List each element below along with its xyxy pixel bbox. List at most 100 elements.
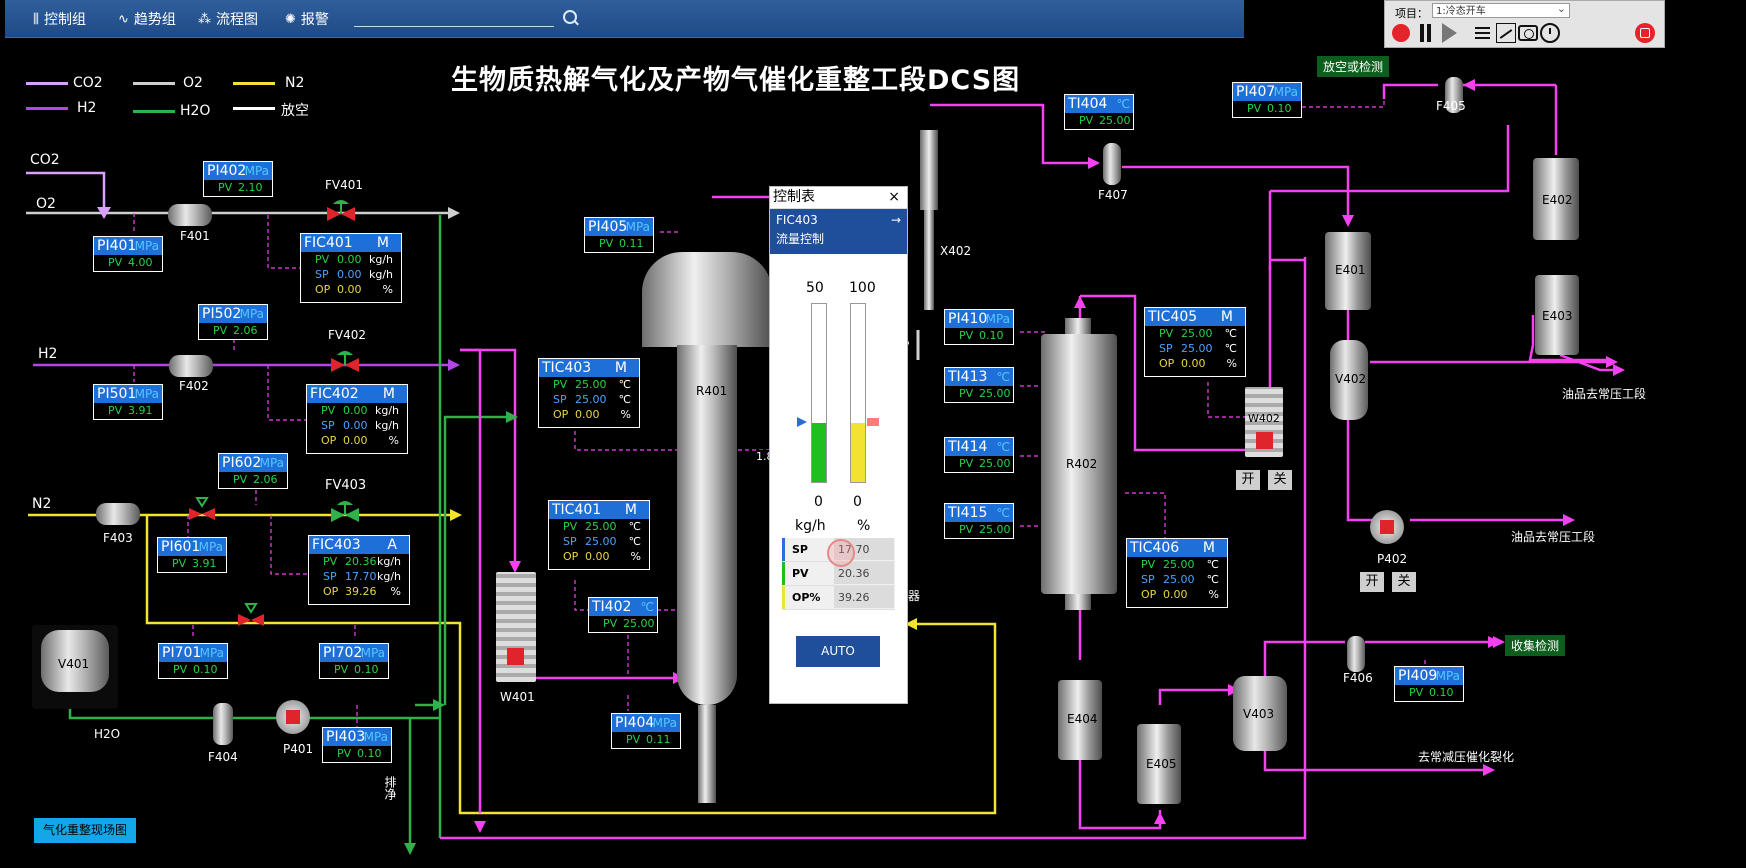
reactor-r402[interactable]	[1041, 334, 1117, 594]
filter-f402[interactable]	[169, 355, 213, 377]
p402-off-button[interactable]: 关	[1392, 572, 1416, 592]
label-f402: F402	[179, 379, 209, 393]
exchanger-e404[interactable]	[1058, 680, 1102, 760]
label-e405: E405	[1146, 757, 1177, 771]
project-label: 项目：	[1395, 7, 1428, 20]
vessel-v403[interactable]	[1233, 676, 1287, 751]
sp-pointer-icon[interactable]	[797, 417, 807, 428]
heater-w402[interactable]	[1245, 387, 1283, 457]
pump-p401[interactable]	[276, 700, 310, 734]
valve-fv403[interactable]	[329, 500, 361, 526]
camera-icon[interactable]	[1518, 25, 1538, 41]
auto-mode-button[interactable]: AUTO	[796, 636, 880, 667]
cyclone-x402-top[interactable]	[920, 130, 938, 210]
vessel-v402[interactable]	[1330, 340, 1368, 420]
w402-on-button[interactable]: 开	[1236, 470, 1260, 490]
p402-on-button[interactable]: 开	[1360, 572, 1384, 592]
op-pointer-icon[interactable]	[867, 418, 879, 427]
arrow-right-icon[interactable]: →	[890, 213, 901, 227]
unit2: %	[857, 518, 871, 534]
op-row: OP%39.26	[782, 586, 895, 610]
exchanger-e405[interactable]	[1137, 724, 1181, 804]
filter-f401[interactable]	[168, 204, 212, 226]
search-input[interactable]	[354, 26, 554, 27]
pump-p402[interactable]	[1370, 510, 1404, 544]
play-icon[interactable]	[1439, 23, 1459, 43]
nav-alarm[interactable]: ✺报警	[285, 11, 329, 29]
menu-icon[interactable]	[1473, 23, 1493, 43]
top-toolbar: ⫼控制组 ∿趋势组 ⁂流程图 ✺报警	[5, 0, 1244, 38]
exchanger-e402[interactable]	[1533, 158, 1579, 240]
filter-f404[interactable]	[213, 703, 233, 745]
heater-w401[interactable]	[496, 572, 536, 682]
filter-f407[interactable]	[1103, 143, 1121, 185]
legend-label-h2o: H2O	[180, 103, 211, 119]
chart-icon[interactable]	[1496, 23, 1516, 43]
nav-flowchart[interactable]: ⁂流程图	[198, 11, 258, 29]
valve-n2-bypass-1[interactable]	[187, 496, 217, 522]
search-icon[interactable]	[563, 10, 577, 24]
stop-icon[interactable]	[1635, 23, 1655, 43]
close-icon[interactable]: ×	[888, 189, 900, 205]
exchanger-e401[interactable]	[1325, 232, 1371, 310]
filter-f406[interactable]	[1347, 636, 1365, 672]
reactor-r401-top[interactable]	[642, 252, 772, 347]
w402-off-button[interactable]: 关	[1268, 470, 1292, 490]
project-select[interactable]: 1:冷态开车	[1432, 1, 1570, 18]
record-icon[interactable]	[1392, 24, 1410, 42]
tank-v401[interactable]	[41, 630, 109, 692]
clock-icon[interactable]	[1540, 23, 1560, 43]
dialog-titlebar[interactable]: 控制表×	[770, 187, 907, 209]
filter-f405[interactable]	[1445, 77, 1463, 113]
pause-icon[interactable]	[1416, 23, 1436, 43]
filter-f403[interactable]	[96, 503, 140, 525]
nav-control-group[interactable]: ⫼控制组	[33, 11, 86, 29]
label-f403: F403	[103, 531, 133, 545]
bars-icon: ⫼	[33, 11, 39, 27]
valve-fv402[interactable]	[329, 350, 361, 376]
nav-trend-group[interactable]: ∿趋势组	[118, 11, 176, 29]
valve-n2-bypass-2[interactable]	[236, 602, 266, 628]
exchanger-e403[interactable]	[1535, 275, 1579, 355]
valve-fv401[interactable]	[325, 199, 357, 225]
reactor-r401-body[interactable]	[677, 345, 737, 645]
scene-view-button[interactable]: 气化重整现场图	[34, 818, 136, 843]
